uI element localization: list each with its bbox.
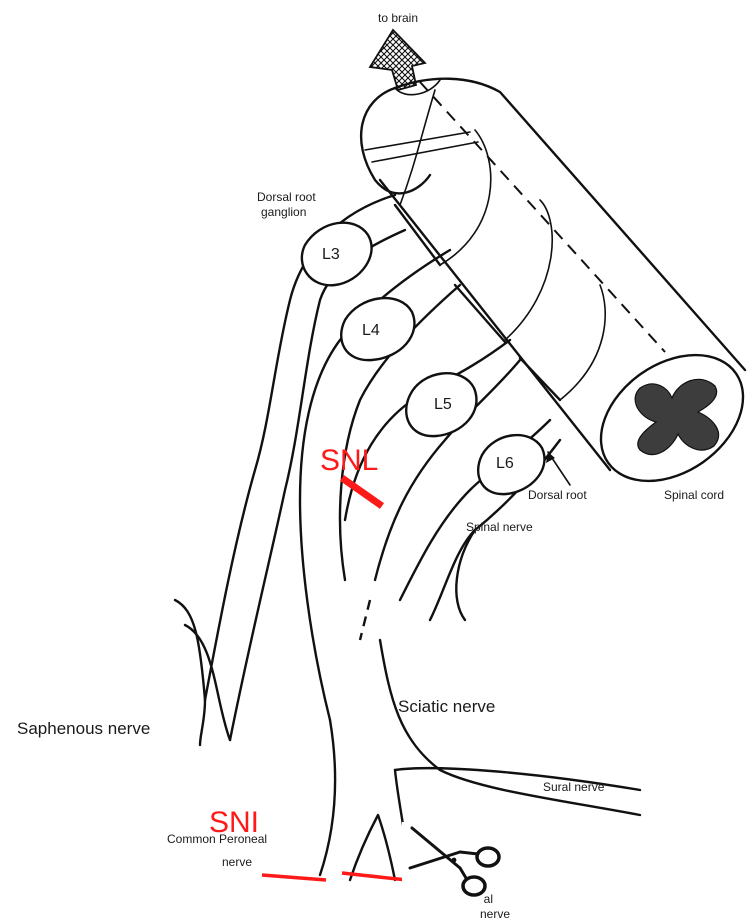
sciatic-nerve-label: Sciatic nerve xyxy=(398,697,495,716)
ganglion-l3: L3 xyxy=(302,223,372,286)
spinal-cord-label: Spinal cord xyxy=(664,488,724,502)
ganglion-l6: L6 xyxy=(478,435,544,494)
ganglion-label-l6: L6 xyxy=(496,455,514,472)
ganglion-l4: L4 xyxy=(341,298,414,360)
ganglion-label-l5: L5 xyxy=(434,396,452,413)
drg-label-line2: ganglion xyxy=(261,205,306,219)
tibial-label-line2: nerve xyxy=(480,907,510,921)
spinal-nerve-label: Spinal nerve xyxy=(466,520,533,534)
gray-matter-shape xyxy=(635,379,718,454)
sni-label: SNI xyxy=(209,806,259,839)
dorsal-root-label: Dorsal root xyxy=(528,488,587,502)
saphenous-nerve-label: Saphenous nerve xyxy=(17,719,150,738)
to-brain-label: to brain xyxy=(378,11,418,25)
snl-label: SNL xyxy=(320,444,378,477)
drg-label-line1: Dorsal root xyxy=(257,190,316,204)
common-peroneal-label-line2: nerve xyxy=(222,855,252,869)
nerve-tree xyxy=(175,195,640,880)
scissors-icon xyxy=(402,822,499,904)
ganglion-l5: L5 xyxy=(406,373,476,436)
ganglion-label-l3: L3 xyxy=(322,246,340,263)
sural-nerve-label: Sural nerve xyxy=(543,780,605,794)
ganglion-label-l4: L4 xyxy=(362,322,380,339)
